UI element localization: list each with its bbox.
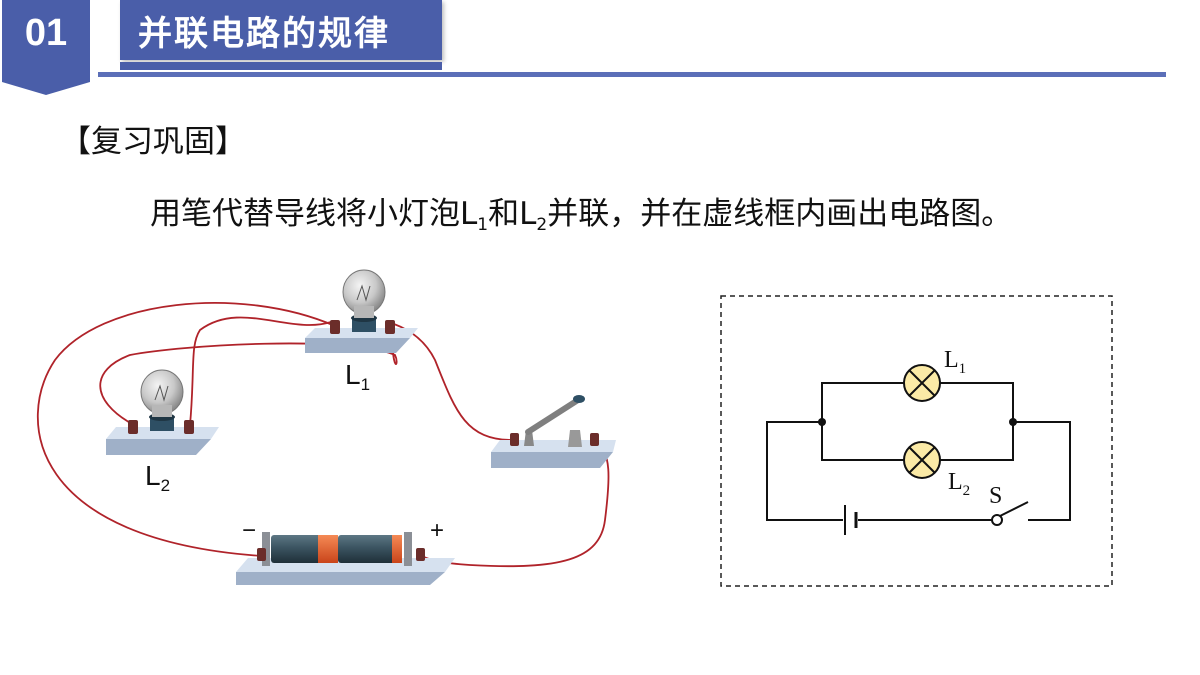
lamp-l1-symbol <box>903 364 941 402</box>
bulb-l1-label: L1 <box>345 359 370 394</box>
lamp-l1-label: L1 <box>944 347 966 377</box>
section-number: 01 <box>24 12 68 54</box>
junction-left <box>818 418 826 426</box>
knife-switch <box>491 395 616 468</box>
section-label: 【复习巩固】 <box>60 124 246 160</box>
instruction-part2: 和L <box>488 196 537 232</box>
battery-plus-label: + <box>430 517 444 544</box>
instruction-text: 用笔代替导线将小灯泡L1和L2并联，并在虚线框内画出电路图。 <box>150 188 1012 235</box>
page-title: 并联电路的规律 <box>138 14 390 54</box>
battery-holder <box>236 532 455 585</box>
lamp-l2-label: L2 <box>948 469 970 499</box>
instruction-part3: 并联，并在虚线框内画出电路图。 <box>547 196 1013 232</box>
title-underline <box>120 62 442 70</box>
instruction-part1: 用笔代替导线将小灯泡L <box>150 196 478 232</box>
battery-minus-label: − <box>242 517 256 544</box>
instruction-sub1: 1 <box>477 215 489 235</box>
junction-right <box>1009 418 1017 426</box>
switch-symbol <box>991 501 1029 526</box>
bulb-l2 <box>106 369 219 455</box>
schematic-wires <box>766 382 1071 521</box>
instruction-sub2: 2 <box>536 215 548 235</box>
wire-l1left-l2right <box>189 316 332 426</box>
lamp-l2-symbol <box>903 441 941 479</box>
section-number-badge <box>2 0 90 95</box>
bulb-l2-label: L2 <box>145 460 170 495</box>
title-banner: 并联电路的规律 <box>120 0 442 60</box>
wire-l2left-l1right <box>99 324 398 425</box>
switch-label: S <box>989 483 1002 509</box>
header-rule <box>98 72 1166 77</box>
bulb-l1 <box>305 269 418 353</box>
wire-l1left-battery <box>37 302 336 557</box>
dashed-frame <box>720 295 1113 587</box>
